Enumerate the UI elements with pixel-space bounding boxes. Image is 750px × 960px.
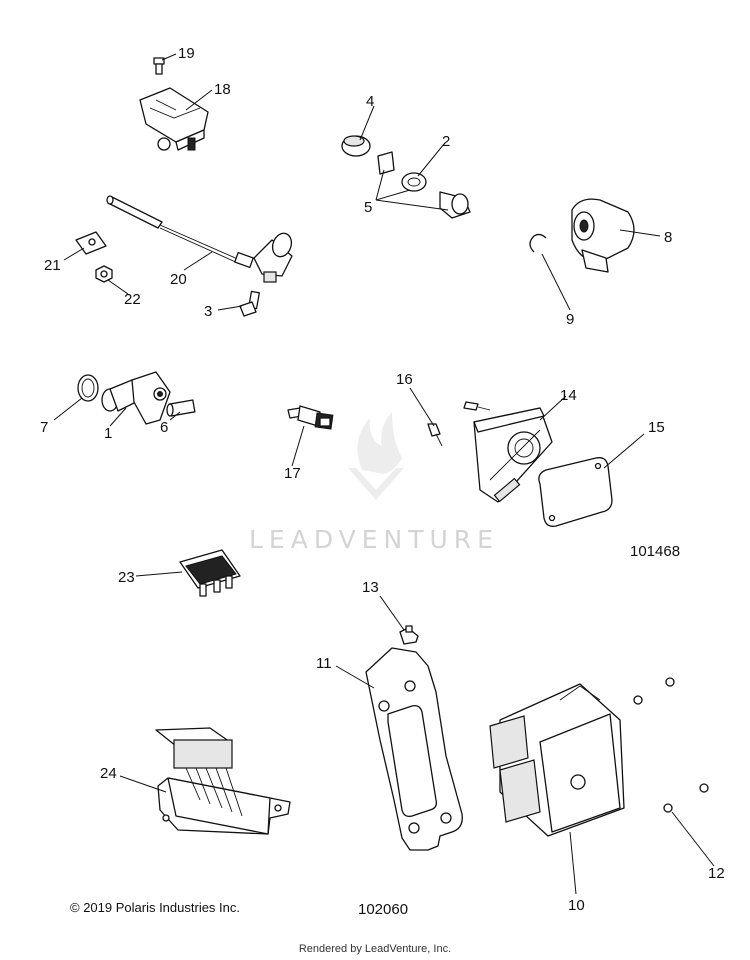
callout-14: 14 [560, 387, 577, 404]
part-17-temp-sensor [287, 405, 334, 430]
part-15-gasket-plate [538, 457, 613, 527]
callout-12: 12 [708, 865, 725, 882]
callout-20: 20 [170, 271, 187, 288]
part-9-retaining-ring [529, 233, 547, 253]
rendered-by-text: Rendered by LeadVenture, Inc. [299, 943, 451, 955]
part-4-cap [341, 135, 371, 157]
watermark-logo [348, 412, 404, 500]
callout-5: 5 [364, 199, 372, 216]
callout-11: 11 [316, 655, 332, 672]
ref-number-upper: 101468 [630, 543, 680, 560]
part-21-clip [75, 231, 107, 255]
part-16-screws [427, 401, 491, 447]
callout-4: 4 [366, 93, 374, 110]
copyright-text: © 2019 Polaris Industries Inc. [70, 900, 240, 915]
ref-number-lower: 102060 [358, 901, 408, 918]
part-14-control-module [473, 407, 553, 503]
callout-17: 17 [284, 465, 301, 482]
callout-24: 24 [100, 765, 117, 782]
leader-lines [53, 53, 715, 895]
part-11-mounting-bracket [365, 647, 463, 851]
part-20-sensor-harness [106, 195, 293, 283]
part-6-pin [166, 399, 196, 417]
callout-21: 21 [44, 257, 61, 274]
callout-6: 6 [160, 419, 168, 436]
watermark-text: LEADVENTURE [249, 525, 499, 554]
callout-2: 2 [442, 133, 450, 150]
part-7-o-ring [77, 374, 99, 402]
callout-22: 22 [124, 291, 141, 308]
part-23-rocker-switch [179, 549, 241, 597]
part-13-bolt [399, 625, 419, 645]
part-18-map-sensor [139, 87, 209, 151]
part-8-knock-sensor [571, 198, 635, 273]
callout-labels: 19 18 4 2 5 8 9 21 20 22 3 7 1 6 17 16 1… [40, 45, 725, 918]
callout-8: 8 [664, 229, 672, 246]
callout-10: 10 [568, 897, 585, 914]
part-19-bolt [153, 57, 165, 75]
callout-16: 16 [396, 371, 413, 388]
part-24-voltage-regulator [155, 727, 291, 835]
callout-18: 18 [214, 81, 231, 98]
part-1-cam-sensor [101, 371, 171, 425]
part-12-screws [633, 677, 709, 813]
callout-19: 19 [178, 45, 195, 62]
callout-3: 3 [204, 303, 212, 320]
callout-15: 15 [648, 419, 665, 436]
callout-23: 23 [118, 569, 135, 586]
part-5-group [377, 151, 471, 219]
callout-1: 1 [104, 425, 112, 442]
callout-7: 7 [40, 419, 48, 436]
part-22-nut [95, 265, 113, 283]
callout-13: 13 [362, 579, 379, 596]
part-3-bolt [239, 290, 260, 317]
callout-9: 9 [566, 311, 574, 328]
part-10-ecu [489, 683, 625, 837]
